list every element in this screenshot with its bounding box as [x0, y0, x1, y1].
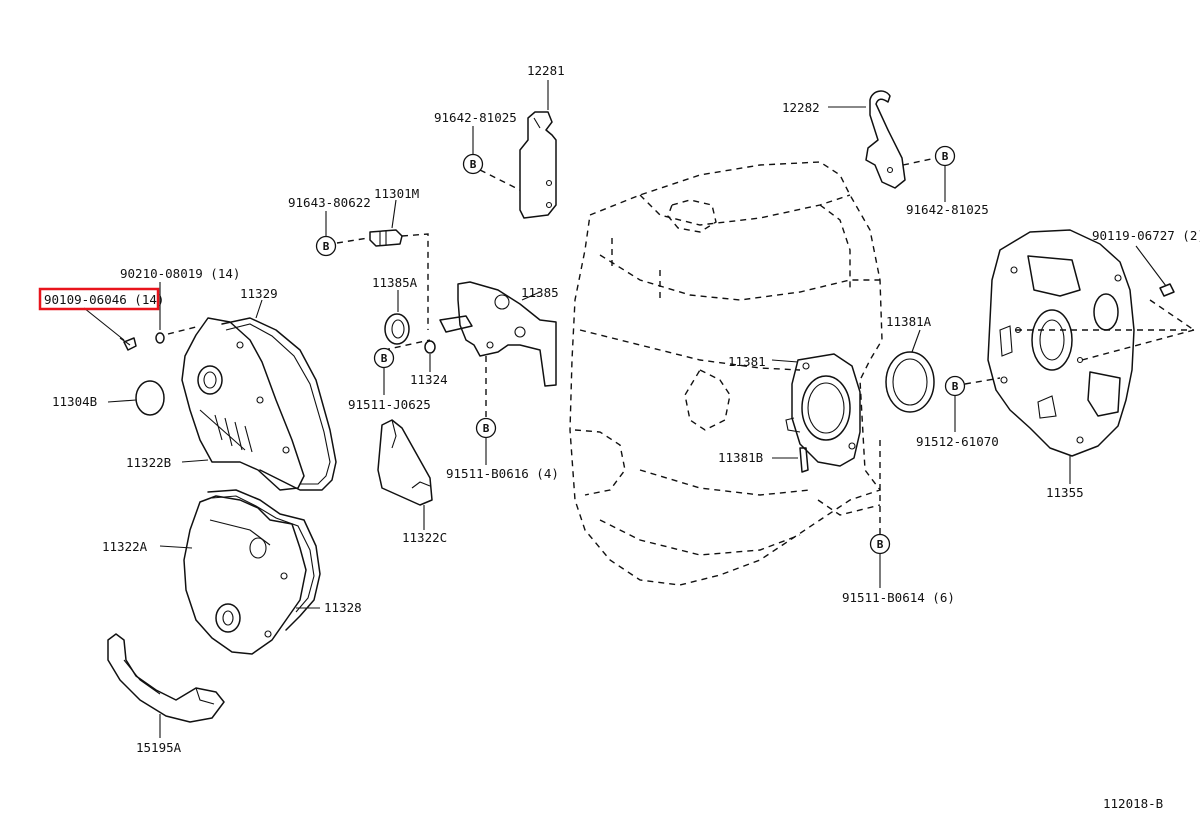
part-11381B-pin: [772, 447, 809, 473]
label-11381: 11381: [728, 354, 766, 369]
label-11381B: 11381B: [718, 450, 763, 465]
svg-text:B: B: [952, 380, 959, 393]
callout-b-1: B: [462, 153, 484, 175]
label-11385A: 11385A: [372, 275, 418, 290]
svg-text:B: B: [942, 150, 949, 163]
callout-b-4: B: [373, 347, 395, 369]
label-90119-06727: 90119-06727 (2): [1092, 228, 1200, 243]
bolt-90109-06046: [83, 282, 201, 351]
part-11385-plate: [439, 281, 557, 418]
part-11322B-cover: [181, 317, 305, 491]
callout-b-2: B: [934, 145, 956, 167]
callout-b-3: B: [315, 235, 337, 257]
part-11301M-stud: [336, 199, 429, 330]
bolt-91512-61070-lead: [954, 377, 1001, 432]
label-11381A: 11381A: [886, 314, 932, 329]
label-91511-B0614: 91511-B0614 (6): [842, 590, 955, 605]
part-11324-ring: [424, 340, 436, 372]
label-12282: 12282: [782, 100, 820, 115]
part-15195A-guide: [107, 633, 225, 738]
part-11355-end-plate: [987, 229, 1195, 484]
label-11304B: 11304B: [52, 394, 97, 409]
part-12281-bracket: [479, 80, 557, 219]
svg-text:B: B: [877, 538, 884, 551]
callout-b-6: B: [869, 533, 891, 555]
highlight-box: [38, 287, 160, 311]
callout-b-7: B: [944, 375, 966, 397]
svg-text:B: B: [323, 240, 330, 253]
label-91642-81025-top: 91642-81025: [434, 110, 517, 125]
label-91642-81025-right: 91642-81025: [906, 202, 989, 217]
label-91512-61070: 91512-61070: [916, 434, 999, 449]
label-11322B: 11322B: [126, 455, 171, 470]
label-11322A: 11322A: [102, 539, 148, 554]
svg-text:B: B: [381, 352, 388, 365]
label-91511-B0616: 91511-B0616 (4): [446, 466, 559, 481]
label-11385: 11385: [521, 285, 559, 300]
label-11355: 11355: [1046, 485, 1084, 500]
callout-b-5: B: [475, 417, 497, 439]
part-11328-gasket: [207, 489, 321, 631]
label-91643-80622: 91643-80622: [288, 195, 371, 210]
label-91511-J0625: 91511-J0625: [348, 397, 431, 412]
label-90109-06046: 90109-06046 (14): [44, 292, 164, 307]
label-11329: 11329: [240, 286, 278, 301]
label-11324: 11324: [410, 372, 448, 387]
part-11322A-cover: [159, 495, 307, 655]
engine-block-outline: [569, 161, 883, 586]
label-12281: 12281: [527, 63, 565, 78]
svg-text:B: B: [483, 422, 490, 435]
part-11381-retainer: [771, 353, 861, 467]
svg-text:B: B: [470, 158, 477, 171]
label-15195A: 15195A: [136, 740, 182, 755]
label-11301M: 11301M: [374, 186, 419, 201]
part-11322C-cover: [377, 419, 433, 530]
label-11322C: 11322C: [402, 530, 447, 545]
part-11381A-seal: [885, 329, 935, 413]
label-11328: 11328: [324, 600, 362, 615]
figure-code: 112018-B: [1103, 796, 1163, 811]
bolt-90119-06727: [1135, 245, 1175, 297]
part-11304B-plug: [107, 380, 165, 416]
part-11385A-seal: [384, 290, 410, 345]
label-90210-08019: 90210-08019 (14): [120, 266, 240, 281]
part-12282-bracket: [828, 90, 937, 189]
bolt-91511-J0625-lead: [383, 339, 431, 395]
